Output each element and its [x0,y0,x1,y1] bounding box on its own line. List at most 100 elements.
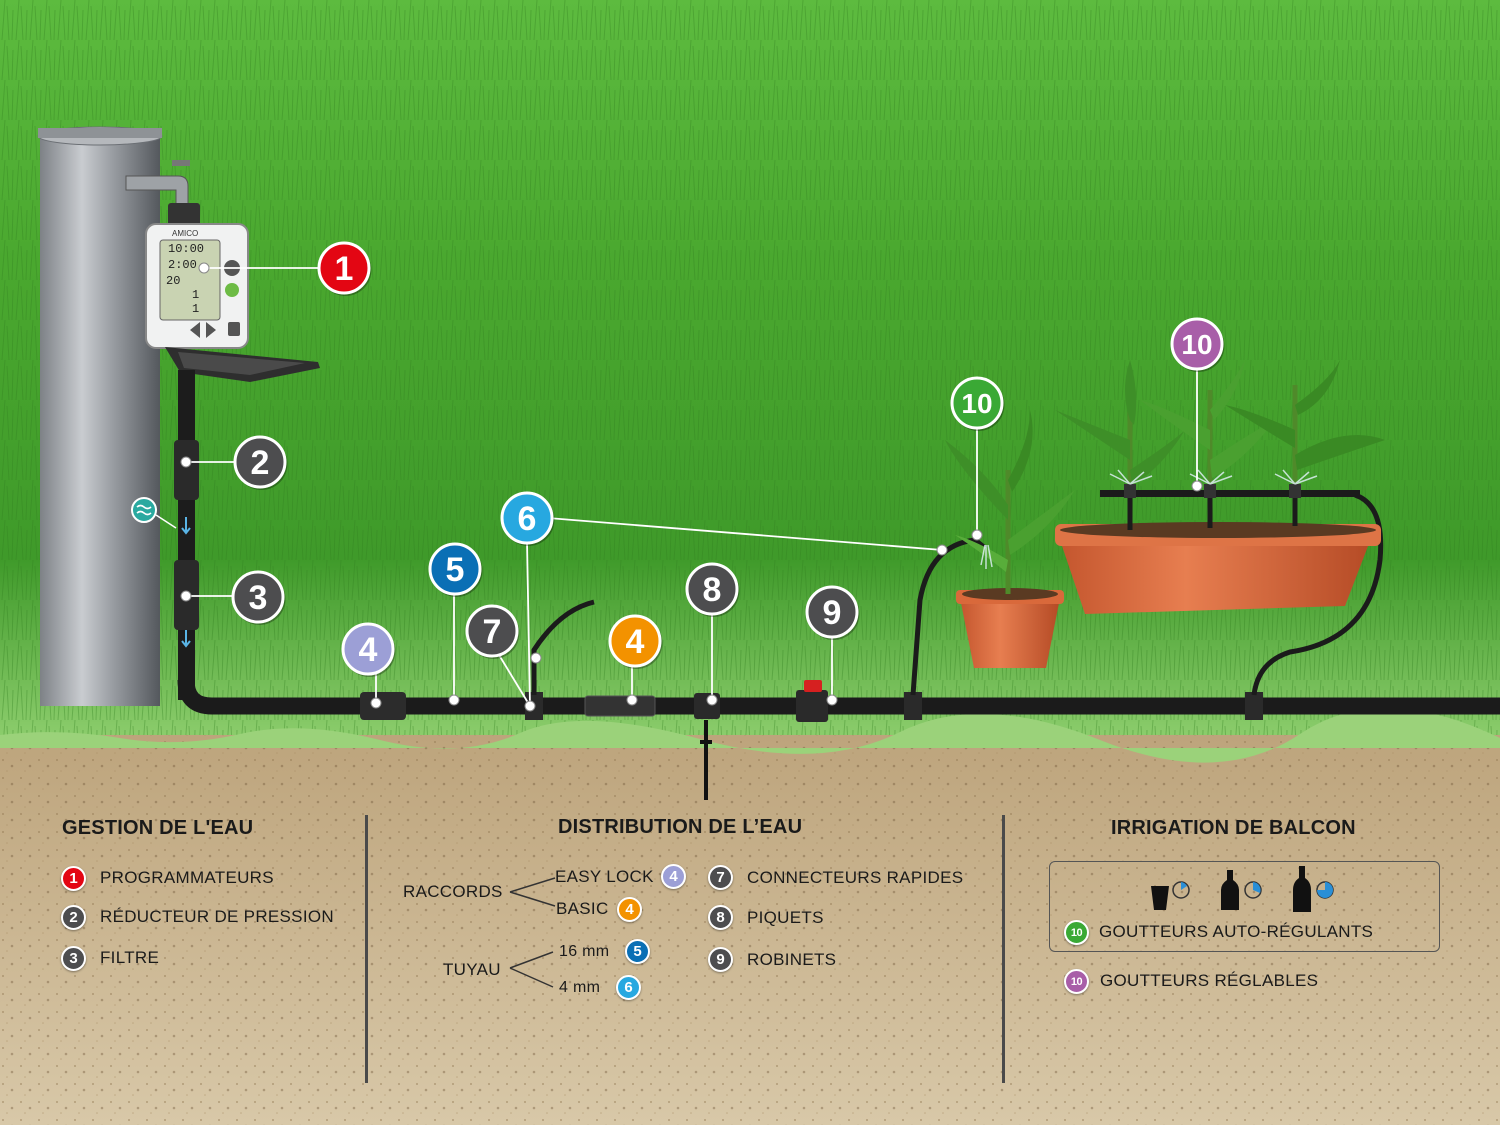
micro-tube-2 [910,537,987,696]
soil-texture [0,735,1500,1125]
callout-number: 4 [626,623,645,661]
callout-number: 10 [961,388,992,419]
water-icon-waves [136,504,152,516]
stake [700,720,712,800]
distribution-badge-8: 8 [708,905,733,930]
gestion-item-programmateurs: PROGRAMMATEURS [100,868,274,887]
callout-c6: 6 [500,491,555,546]
tray-inner [178,352,305,375]
water-icon-line [155,514,177,529]
tuyau-4mm: 4 mm [559,979,601,996]
callouts: 1 2 3 4 5 6 7 4 8 9 10 10 [231,241,1225,677]
timer-display-line: 10:00 [168,242,204,256]
callout-c4b: 4 [608,614,663,669]
callout-number: 9 [823,594,842,632]
callout-c10b: 10 [1170,317,1225,372]
timer-display-line: 1 [192,288,199,302]
distribution-title: DISTRIBUTION DE L’EAU [558,816,803,838]
divider-right [1002,815,1005,1083]
water-icon [131,497,157,523]
timer-display-line: 2:00 [168,258,197,272]
callout-number: 5 [446,551,465,589]
raccord-badge-basic: 4 [617,897,642,922]
distribution-item-robinets: ROBINETS [747,950,837,969]
gestion-item-filtre: FILTRE [100,948,160,967]
callout-c1: 1 [317,241,372,296]
gestion-badge-3: 3 [61,946,86,971]
callout-number: 6 [518,500,537,538]
basic-fitting [584,695,656,717]
callout-number: 10 [1181,329,1212,360]
callout-number: 3 [249,579,268,617]
leader-lines [186,267,1198,707]
connector-2 [904,692,922,720]
easy-lock-fitting [360,692,406,720]
raccords-label: RACCORDS [403,882,503,901]
gestion-badge-1: 1 [61,866,86,891]
raccord-badge-easy-lock: 4 [661,864,686,889]
callout-number: 4 [359,631,378,669]
grass-edge [0,707,1500,763]
connector-3 [1245,692,1263,720]
callout-c2: 2 [233,435,288,490]
distribution-badge-9: 9 [708,947,733,972]
balcon-title: IRRIGATION DE BALCON [1111,817,1356,839]
distribution-item-connecteurs: CONNECTEURS RAPIDES [747,868,964,887]
callout-number: 7 [483,613,502,651]
raccord-basic: BASIC [556,899,609,918]
flow-arrow-1 [181,517,191,535]
divider-left [365,815,368,1083]
callout-number: 2 [251,444,270,482]
tuyau-16mm: 16 mm [559,943,610,960]
tuyau-badge-16mm: 5 [625,939,650,964]
timer-display-line: 20 [166,274,180,288]
callout-c4a: 4 [341,622,396,677]
callout-c9: 9 [805,585,860,640]
callout-c10a: 10 [950,376,1005,431]
distribution-badge-7: 7 [708,865,733,890]
timer-device [145,223,249,349]
flow-arrow-2 [181,630,191,648]
tap [125,175,189,206]
balcon-item-reglables: GOUTTEURS RÉGLABLES [1100,971,1319,990]
tuyau-badge-4mm: 6 [616,975,641,1000]
tap-handle [172,160,190,166]
raccord-easy-lock: EASY LOCK [555,867,654,886]
timer-display: 10:00 2:00 20 11 [166,242,204,316]
cup-icon [1151,886,1169,910]
bottle-small-icon [1221,870,1239,910]
gestion-badge-2: 2 [61,905,86,930]
vertical-pipe [178,370,195,700]
gestion-title: GESTION DE L'EAU [62,817,254,839]
distribution-item-piquets: PIQUETS [747,908,824,927]
callout-c8: 8 [685,562,740,617]
callout-number: 1 [335,250,354,288]
dripper-rate-icons [1151,866,1334,912]
callout-number: 8 [703,571,722,609]
tap-connector [168,203,200,227]
micro-tube-1 [531,599,595,695]
gestion-item-reducteur: RÉDUCTEUR DE PRESSION [100,907,334,926]
small-pot [945,410,1075,668]
auto-regulant-box [1049,861,1440,952]
balcon-item-auto-regulants: GOUTTEURS AUTO-RÉGULANTS [1099,922,1374,941]
pressure-reducer [174,440,199,500]
balcony-planter [1055,360,1385,614]
callout-c5: 5 [428,542,483,597]
valve [796,690,828,722]
callout-c7: 7 [465,604,520,659]
brace-lines [509,877,556,988]
water-spray [980,469,1318,569]
water-post-top [38,128,162,138]
timer-brand: AMICO [172,229,198,238]
micro-tube-3 [1251,492,1384,696]
balcon-badge-reglables: 10 [1064,969,1089,994]
tuyau-label: TUYAU [443,960,501,979]
leader-dots [180,262,1203,712]
main-pipe [177,679,1500,715]
timer-display-line: 1 [192,302,199,316]
callout-c3: 3 [231,570,286,625]
valve-handle [804,680,822,692]
bottle-large-icon [1293,866,1311,912]
